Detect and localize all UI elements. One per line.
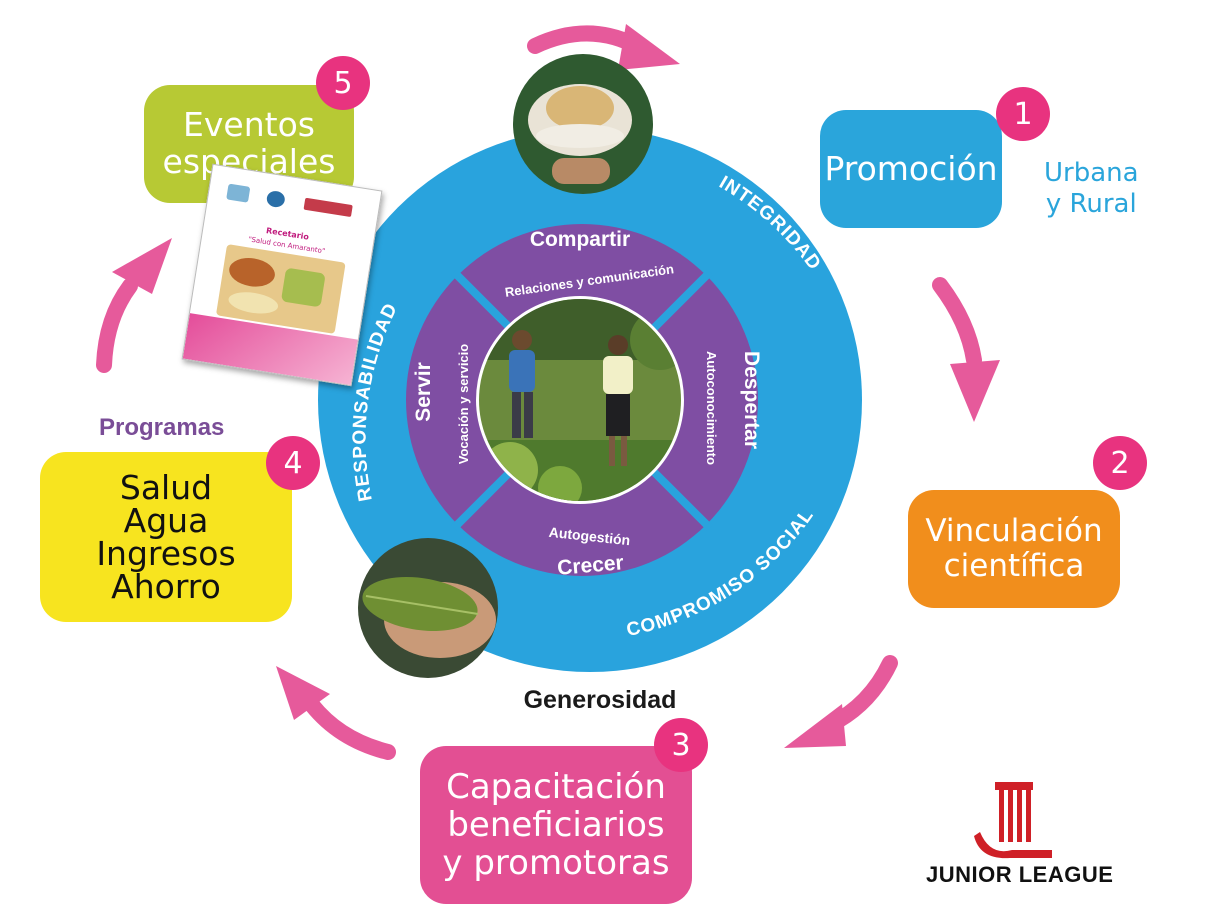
booklet-logos (226, 182, 368, 226)
step-5-badge: 5 (316, 56, 370, 110)
programas-label: Programas (99, 414, 225, 441)
segment-top-title: Compartir (530, 228, 630, 251)
arrow-3-to-4 (276, 666, 396, 760)
cycle-arrows (96, 24, 1000, 760)
step-2-badge: 2 (1093, 436, 1147, 490)
arrow-2-to-3 (784, 655, 898, 748)
segment-left-title: Servir (412, 362, 435, 422)
recipe-booklet: Recetario "Salud con Amaranto" (181, 163, 383, 387)
promocion-note: Urbana y Rural (1044, 158, 1139, 220)
step-4-line-3: Ingresos (96, 534, 236, 573)
promocion-note-line-2: y Rural (1045, 189, 1137, 220)
step-4-box: Salud Agua Ingresos Ahorro (40, 452, 292, 622)
step-3-line-1: Capacitación (446, 766, 666, 807)
junior-league-logo-mark (974, 782, 1052, 859)
step-3-line-2: beneficiarios (447, 804, 665, 845)
segment-right-title: Despertar (740, 351, 763, 449)
person-woman (603, 335, 633, 466)
step-2-box: Vinculación científica (908, 490, 1120, 608)
generosidad-label: Generosidad (524, 686, 677, 714)
step-4-line-2: Agua (123, 501, 209, 540)
step-4-line-1: Salud (119, 468, 213, 507)
step-5-line-1: Eventos (183, 105, 315, 145)
promocion-note-line-1: Urbana (1044, 158, 1139, 188)
arrow-4-to-5 (96, 238, 172, 373)
step-3-box: Capacitación beneficiarios y promotoras (420, 746, 692, 904)
step-2-line-2: científica (943, 548, 1085, 584)
leaf-photo (358, 538, 498, 678)
step-2-line-1: Vinculación (925, 513, 1103, 550)
step-1-box: Promoción (820, 110, 1002, 228)
segment-left-subtitle: Vocación y servicio (456, 344, 471, 464)
arrow-5-to-1 (527, 24, 680, 70)
person-man (509, 330, 535, 438)
step-1-badge: 1 (996, 87, 1050, 141)
arrow-1-to-2 (932, 277, 1000, 422)
segment-right-subtitle: Autoconocimiento (704, 351, 719, 465)
step-3-line-3: y promotoras (442, 843, 670, 884)
step-3-badge: 3 (654, 718, 708, 772)
junior-league-logo-text: JUNIOR LEAGUE (926, 862, 1114, 887)
food-photo (513, 54, 653, 194)
step-4-line-4: Ahorro (111, 567, 221, 606)
step-4-badge: 4 (266, 436, 320, 490)
step-1-label: Promoción (824, 148, 998, 188)
